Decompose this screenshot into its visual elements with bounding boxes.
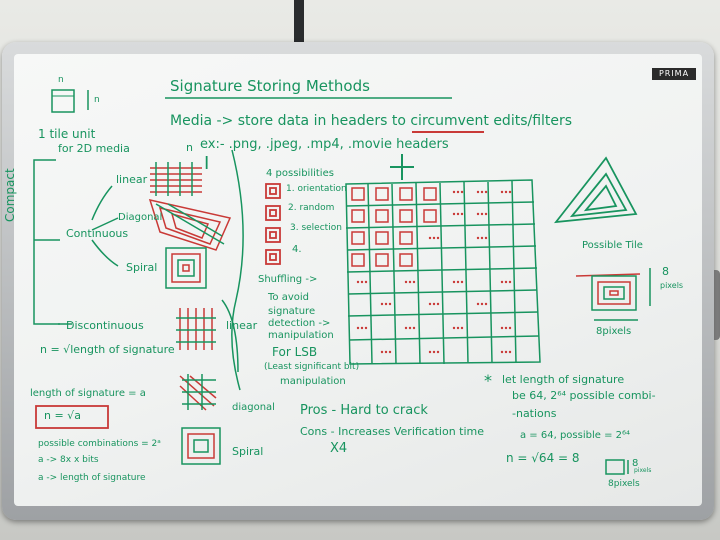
formula-length: length of signature = a bbox=[30, 388, 146, 399]
small-tile-bottom: 8pixels bbox=[608, 479, 640, 489]
tree-diagonal: Diagonal bbox=[118, 212, 163, 223]
tree-spiral: Spiral bbox=[126, 261, 158, 274]
shuffling-line-4: detection -> bbox=[268, 318, 331, 329]
formula-a-length: a -> length of signature bbox=[38, 473, 146, 483]
shuffling-line-2: To avoid bbox=[268, 292, 309, 303]
tree-linear: linear bbox=[116, 173, 148, 186]
tile-size-bottom: 8pixels bbox=[596, 326, 632, 337]
spiral-pattern bbox=[165, 247, 207, 289]
underline-marks bbox=[165, 97, 484, 133]
discontinuous-spiral-pattern bbox=[181, 427, 221, 465]
pros-line: Pros - Hard to crack bbox=[300, 403, 428, 418]
lsb-manipulation: manipulation bbox=[280, 376, 346, 387]
example-line-1: let length of signature bbox=[502, 373, 625, 386]
small-tile-side: 8 bbox=[632, 458, 639, 469]
orientation-glyphs bbox=[265, 183, 281, 265]
tree-root-compact: Compact bbox=[3, 168, 17, 222]
small-tile-drawing bbox=[605, 459, 629, 475]
tile-grid bbox=[345, 179, 541, 365]
media-headers-line: Media -> store data in headers to circum… bbox=[170, 113, 573, 129]
classification-tree-lines bbox=[33, 149, 244, 391]
tree-n-label: n bbox=[186, 141, 193, 154]
tile-unit-label: 1 tile unit bbox=[38, 127, 96, 141]
tree-continuous: Continuous bbox=[66, 227, 129, 240]
boxed-formula-border bbox=[35, 405, 109, 429]
linear-pattern bbox=[150, 162, 202, 196]
orientation-item-3: 3. selection bbox=[290, 223, 342, 233]
tree-discontinuous-linear: linear bbox=[226, 319, 258, 332]
board-title: Signature Storing Methods bbox=[170, 77, 370, 95]
orientation-heading: 4 possibilities bbox=[266, 168, 334, 179]
grid-dots bbox=[356, 190, 512, 354]
tree-discontinuous: Discontinuous bbox=[66, 319, 144, 332]
triangle-drawing bbox=[553, 156, 638, 224]
tile-unit-n-top: n bbox=[58, 75, 64, 85]
cons-line: Cons - Increases Verification time bbox=[300, 425, 485, 438]
discontinuous-linear-pattern bbox=[176, 308, 216, 350]
tile-size-side-unit: pixels bbox=[660, 281, 684, 290]
possible-tile-label: Possible Tile bbox=[582, 240, 643, 251]
discontinuous-diagonal-pattern bbox=[179, 374, 217, 411]
times-four-label: X4 bbox=[330, 441, 348, 456]
formula-n-equals: n = √length of signature bbox=[40, 343, 175, 356]
orientation-item-4: 4. bbox=[292, 244, 302, 255]
orientation-item-2: 2. random bbox=[288, 203, 335, 213]
ceiling-pole bbox=[294, 0, 304, 60]
tile-unit-square bbox=[51, 89, 89, 113]
tile-unit-n-side: n bbox=[94, 95, 100, 105]
diagonal-pattern bbox=[148, 198, 232, 251]
shuffling-line-1: Shuffling -> bbox=[258, 274, 318, 285]
examples-line: ex:- .png, .jpeg, .mp4, .movie headers bbox=[200, 137, 449, 152]
shuffling-line-5: manipulation bbox=[268, 330, 334, 341]
tree-discontinuous-spiral: Spiral bbox=[232, 445, 264, 458]
tile-size-side: 8 bbox=[662, 265, 669, 278]
formula-boxed: n = √a bbox=[44, 409, 81, 422]
for-lsb-label: For LSB bbox=[272, 345, 318, 359]
lsb-detail: (Least significant bit) bbox=[264, 362, 360, 372]
example-line-3: -nations bbox=[512, 407, 557, 420]
example-star: * bbox=[484, 371, 492, 390]
plus-mark bbox=[390, 154, 414, 180]
grid-filled-cells bbox=[351, 187, 437, 267]
small-tile-side-unit: pixels bbox=[634, 467, 652, 474]
shuffling-line-3: signature bbox=[268, 306, 316, 317]
tree-i-label: I bbox=[204, 153, 210, 174]
example-line-2: be 64, 2⁶⁴ possible combi- bbox=[512, 389, 656, 402]
tile-unit-media-label: for 2D media bbox=[58, 142, 130, 155]
example-line-5: n = √64 = 8 bbox=[506, 451, 580, 465]
formula-combinations: possible combinations = 2ᵃ bbox=[38, 439, 161, 449]
example-line-4: a = 64, possible = 2⁶⁴ bbox=[520, 430, 631, 441]
formula-a-bits: a -> 8x x bits bbox=[38, 455, 99, 465]
brand-label: PRIMA bbox=[652, 68, 696, 80]
tree-discontinuous-diagonal: diagonal bbox=[232, 402, 275, 413]
orientation-item-1: 1. orientation bbox=[286, 184, 347, 194]
possible-tile-drawing bbox=[575, 268, 651, 321]
whiteboard-surface bbox=[14, 54, 702, 506]
